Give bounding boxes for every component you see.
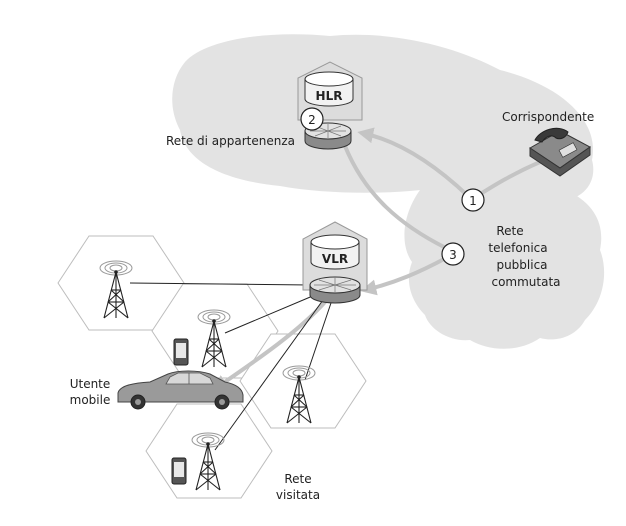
link-tower-2: [224, 294, 316, 334]
pstn-label-line-1: Rete: [496, 224, 524, 238]
car-icon: [117, 370, 244, 410]
pstn-label-line-3: pubblica: [496, 258, 548, 272]
mobile-phone-icon: [171, 457, 187, 485]
cell-tower-icon: [99, 260, 133, 319]
step-1-label: 1: [469, 194, 477, 208]
home-network-label: Rete di appartenenza: [165, 134, 295, 148]
step-3-label: 3: [449, 248, 457, 262]
pstn-label-line-4: commutata: [491, 275, 561, 289]
telephone-icon: [529, 127, 591, 177]
step-marker-3: 3: [441, 242, 465, 266]
link-tower-1: [129, 282, 311, 286]
mobile-phone-icon: [173, 338, 189, 366]
mobile-user-label-line-2: mobile: [69, 393, 111, 407]
hlr-label: HLR: [316, 89, 343, 103]
vlr-label: VLR: [322, 252, 348, 266]
cell-tower-icon: [197, 309, 231, 368]
arrow-pstn-to-vlr: [360, 256, 448, 296]
arrow-pstn-to-home: [357, 127, 470, 198]
cell-hex-1: [57, 235, 185, 331]
cell-hex-3: [239, 333, 367, 429]
visited-network-label-line-2: visitata: [275, 488, 321, 502]
visited-router: [309, 276, 361, 304]
link-tower-3: [304, 299, 333, 381]
arrow-home-to-pstn: [343, 144, 448, 250]
vlr-building: [302, 221, 368, 291]
step-2-label: 2: [308, 113, 316, 127]
step-marker-2: 2: [300, 107, 324, 131]
mobile-user-label-line-1: Utente: [69, 377, 111, 391]
cell-hex-4: [145, 403, 273, 499]
arrow-vlr-to-car: [212, 300, 327, 391]
hlr-building: [297, 61, 363, 121]
pstn-cloud: [404, 172, 605, 349]
cell-tower-icon: [191, 432, 225, 491]
visited-network-label-line-1: Rete: [284, 472, 312, 486]
step-marker-1: 1: [461, 188, 485, 212]
pstn-label-line-2: telefonica: [488, 241, 548, 255]
link-tower-4: [214, 299, 324, 451]
home-network-cloud: [172, 34, 594, 201]
cell-tower-icon: [282, 365, 316, 424]
correspondent-label: Corrispondente: [502, 110, 595, 124]
